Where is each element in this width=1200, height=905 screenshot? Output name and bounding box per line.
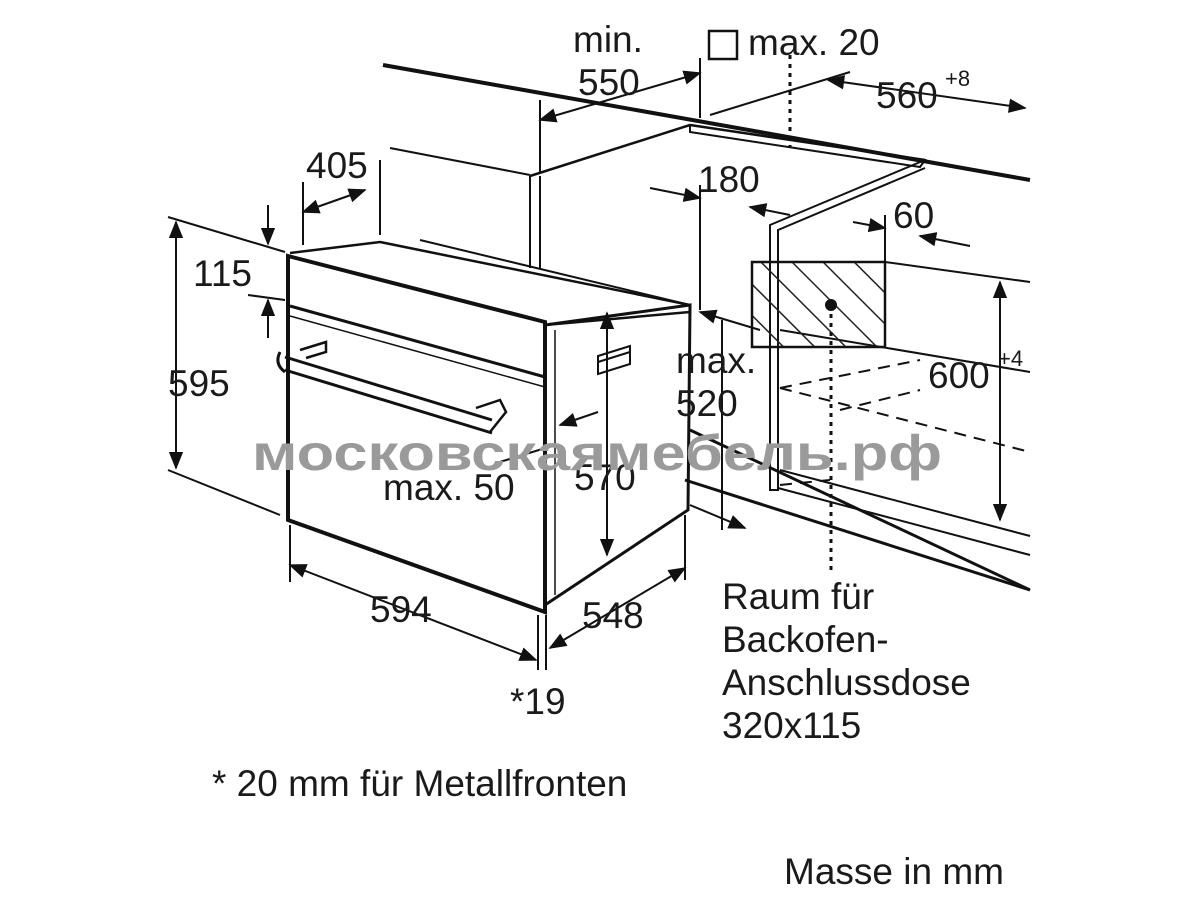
label-520: 520	[676, 383, 738, 424]
control-panel-line-2	[289, 315, 546, 388]
dim-max50-ext	[499, 444, 556, 463]
socket-space-hatched	[750, 260, 887, 349]
label-405: 405	[306, 145, 368, 186]
handle-left-bracket	[299, 340, 328, 360]
square-symbol	[707, 29, 739, 61]
dashed-inner-2	[779, 387, 1031, 453]
dashed-inner-3	[839, 389, 921, 411]
label-115: 115	[193, 253, 252, 294]
units-label: Masse in mm	[784, 851, 1004, 892]
socket-note-line2: Backofen-	[722, 619, 889, 660]
cabinet-drawing	[382, 29, 1031, 592]
label-600-tolerance: +4	[998, 346, 1023, 371]
dim-550-line	[538, 70, 702, 123]
label-180: 180	[698, 159, 760, 200]
dim-548-line	[548, 567, 687, 649]
dim-60-arrow-1	[852, 217, 887, 233]
oven-side-panel	[544, 303, 692, 607]
socket-note-line4: 320x115	[722, 705, 861, 746]
side-bracket	[597, 344, 631, 376]
socket-note-line3: Anschlussdose	[722, 662, 971, 703]
watermark: московскаямебель.рф	[252, 425, 942, 481]
label-595: 595	[168, 363, 230, 404]
cabinet-shelf-back	[777, 487, 1031, 556]
oven-handle[interactable]	[284, 355, 493, 435]
handle-right-bracket	[475, 398, 508, 433]
worktop-left-edge	[529, 123, 691, 178]
oven-top-back	[419, 239, 691, 306]
label-550: 550	[578, 62, 640, 103]
label-560-tolerance: +8	[945, 66, 970, 91]
dim-560-line	[826, 75, 1027, 113]
handle-left-end	[276, 351, 286, 374]
dim-520-arrow-2	[689, 504, 747, 529]
label-570: 570	[574, 457, 636, 498]
label-min: min.	[573, 19, 643, 60]
dim-520-arrow	[698, 309, 761, 331]
control-panel-line	[289, 304, 546, 379]
dimension-lines	[167, 58, 1031, 670]
label-560: 560	[876, 75, 938, 116]
cabinet-base-edge	[684, 478, 1031, 592]
dim-180-arrow-2	[748, 203, 791, 218]
dim-560-ext	[709, 71, 851, 116]
label-60: 60	[893, 195, 934, 236]
dim-594-line	[288, 564, 538, 661]
label-max20: max. 20	[748, 22, 880, 63]
oven-drawing	[276, 239, 692, 615]
dim-max50-arrow-1	[558, 411, 599, 427]
dim-405-ext-3	[389, 147, 531, 176]
oven-front-panel	[286, 253, 547, 615]
label-594: 594	[370, 589, 432, 630]
label-600: 600	[928, 355, 990, 396]
dashed-inner-1	[779, 359, 921, 389]
dim-595-ext-bottom	[167, 469, 281, 516]
worktop-thickness	[689, 123, 927, 169]
label-max520-prefix: max.	[676, 340, 756, 381]
dim-405-line	[301, 188, 367, 214]
socket-note: Raum für Backofen- Anschlussdose 320x115	[722, 576, 971, 746]
cabinet-right-panel	[769, 159, 926, 491]
socket-note-line1: Raum für	[722, 576, 874, 617]
dashed-inner-4	[779, 479, 831, 486]
dim-595-ext-top	[167, 216, 286, 253]
dim-115-ext	[247, 294, 286, 301]
dimension-labels: min. 550 max. 20 560 +8 405 180 60 115 5…	[168, 19, 1023, 722]
label-max50: max. 50	[383, 467, 515, 508]
footnote: * 20 mm für Metallfronten	[212, 763, 627, 804]
dim-600-ext	[884, 261, 1031, 283]
label-19: *19	[510, 681, 566, 722]
label-548: 548	[582, 595, 644, 636]
dim-60-arrow-2	[918, 232, 971, 247]
dim-180-arrow	[649, 187, 702, 202]
